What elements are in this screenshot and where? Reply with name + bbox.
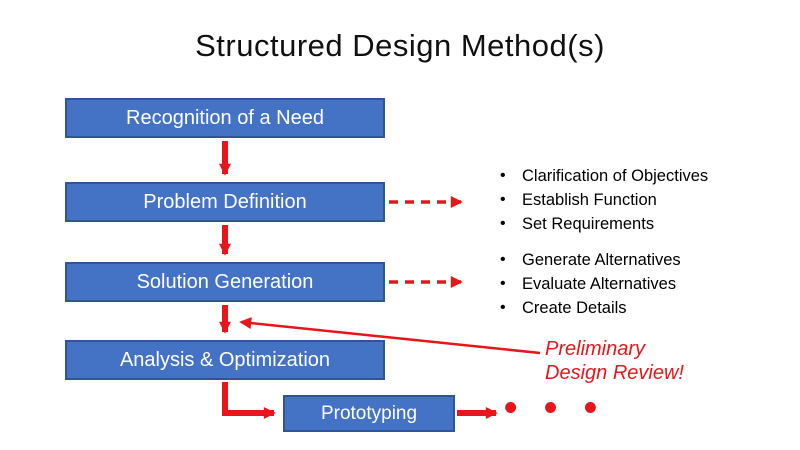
flow-box-label: Prototyping: [320, 402, 418, 424]
arrow-analysis-to-prototyping: [222, 382, 276, 419]
list-item: Clarification of Objectives: [498, 164, 708, 188]
flow-box-label: Recognition of a Need: [126, 106, 324, 129]
list-item: Generate Alternatives: [498, 248, 681, 272]
list-item: Establish Function: [498, 188, 708, 212]
list-item: Evaluate Alternatives: [498, 272, 681, 296]
list-item: Create Details: [498, 296, 681, 320]
flow-box-label: Solution Generation: [136, 270, 314, 293]
flow-box-analysis-optimization: Analysis & Optimization: [65, 340, 385, 380]
annotation-line-1: Preliminary: [545, 338, 646, 360]
flow-box-problem-definition: Problem Definition: [65, 182, 385, 222]
continuation-ellipsis: • • •: [504, 387, 606, 429]
flow-box-label: Analysis & Optimization: [119, 348, 331, 371]
flow-box-label: Problem Definition: [143, 190, 307, 213]
list-item: Set Requirements: [498, 212, 708, 236]
detail-list-problem-definition: Clarification of Objectives Establish Fu…: [498, 164, 708, 236]
flow-box-recognition: Recognition of a Need: [65, 98, 385, 138]
flow-box-prototyping: Prototyping: [283, 395, 455, 432]
annotation-line-2: Design Review!: [545, 362, 684, 384]
detail-list-solution-generation: Generate Alternatives Evaluate Alternati…: [498, 248, 681, 320]
annotation-preliminary-design-review: Preliminary Design Review!: [545, 337, 684, 385]
flow-box-solution-generation: Solution Generation: [65, 262, 385, 302]
page-title: Structured Design Method(s): [195, 28, 605, 63]
